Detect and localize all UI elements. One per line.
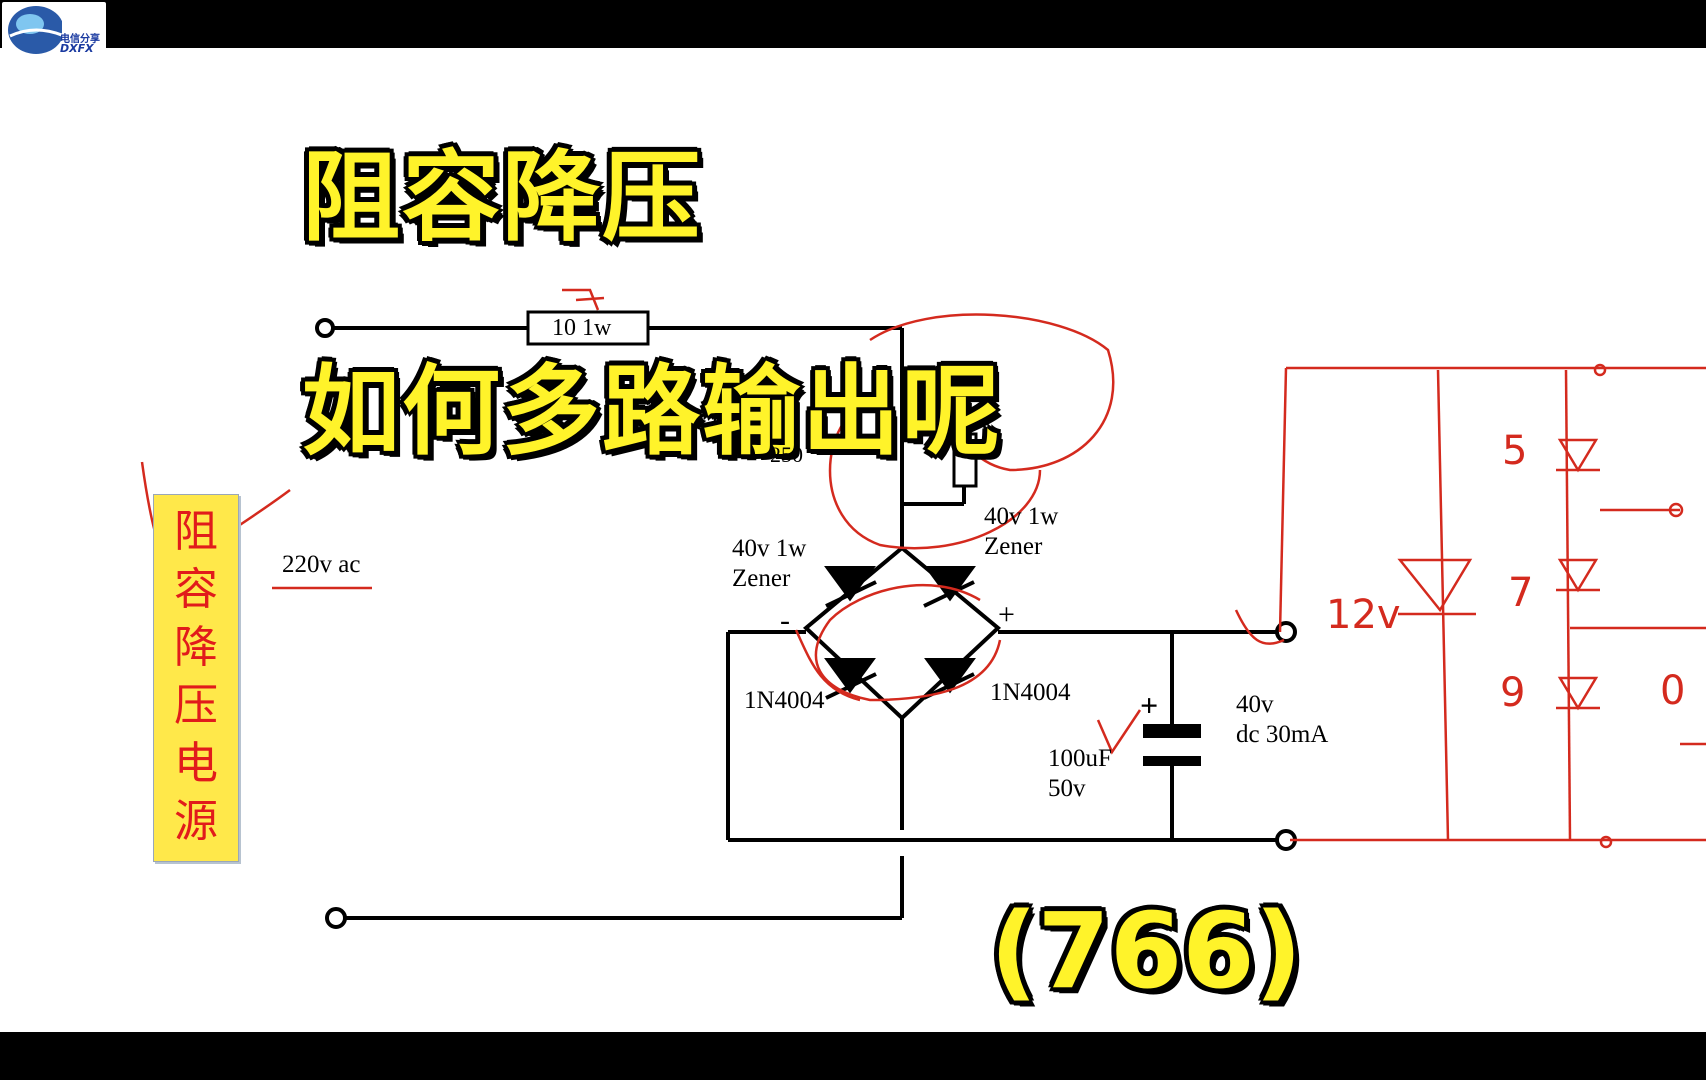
output-label: 40v dc 30mA xyxy=(1236,691,1329,748)
subtitle: 如何多路输出呢 xyxy=(302,355,1003,469)
cap-voltage-label: 250 xyxy=(770,442,803,467)
logo-text-en: DXFX xyxy=(60,42,94,55)
logo-text-cn: 电信分享 xyxy=(60,34,100,45)
annotation-5: 5 xyxy=(1502,428,1528,474)
resistor-label: 10 1w xyxy=(552,315,612,341)
diode-left-label: 1N4004 xyxy=(744,687,825,714)
side-label-box: 阻容降压电源 xyxy=(153,494,239,862)
main-title: 阻容降压 xyxy=(302,141,703,255)
globe-icon xyxy=(8,6,65,54)
zener-right-label: 40v 1w Zener xyxy=(984,503,1059,560)
side-label-text: 阻容降压电源 xyxy=(174,506,218,847)
plus-sign: + xyxy=(998,598,1015,631)
capacitor-plus-sign: + xyxy=(1140,687,1159,723)
channel-logo: 电信分享 DXFX xyxy=(2,2,106,56)
annotation-9: 9 xyxy=(1500,670,1526,716)
red-annotations xyxy=(140,288,1706,849)
top-black-bar xyxy=(0,0,1706,48)
annotation-12v: 12v xyxy=(1326,592,1401,638)
zener-left-label: 40v 1w Zener xyxy=(732,535,807,592)
terminals xyxy=(315,318,1297,929)
capacitor-label: 100uF 50v xyxy=(1048,745,1112,802)
annotation-partial-0: 0 xyxy=(1660,668,1686,714)
annotation-7: 7 xyxy=(1508,570,1534,616)
bottom-black-bar xyxy=(0,1032,1706,1080)
episode-number: (766) xyxy=(990,890,1303,1012)
ac-input-label: 220v ac xyxy=(282,551,361,578)
capacitor-plates xyxy=(1143,724,1201,766)
diode-right-label: 1N4004 xyxy=(990,679,1071,706)
bridge-diodes xyxy=(824,566,976,700)
minus-sign: - xyxy=(780,604,790,637)
